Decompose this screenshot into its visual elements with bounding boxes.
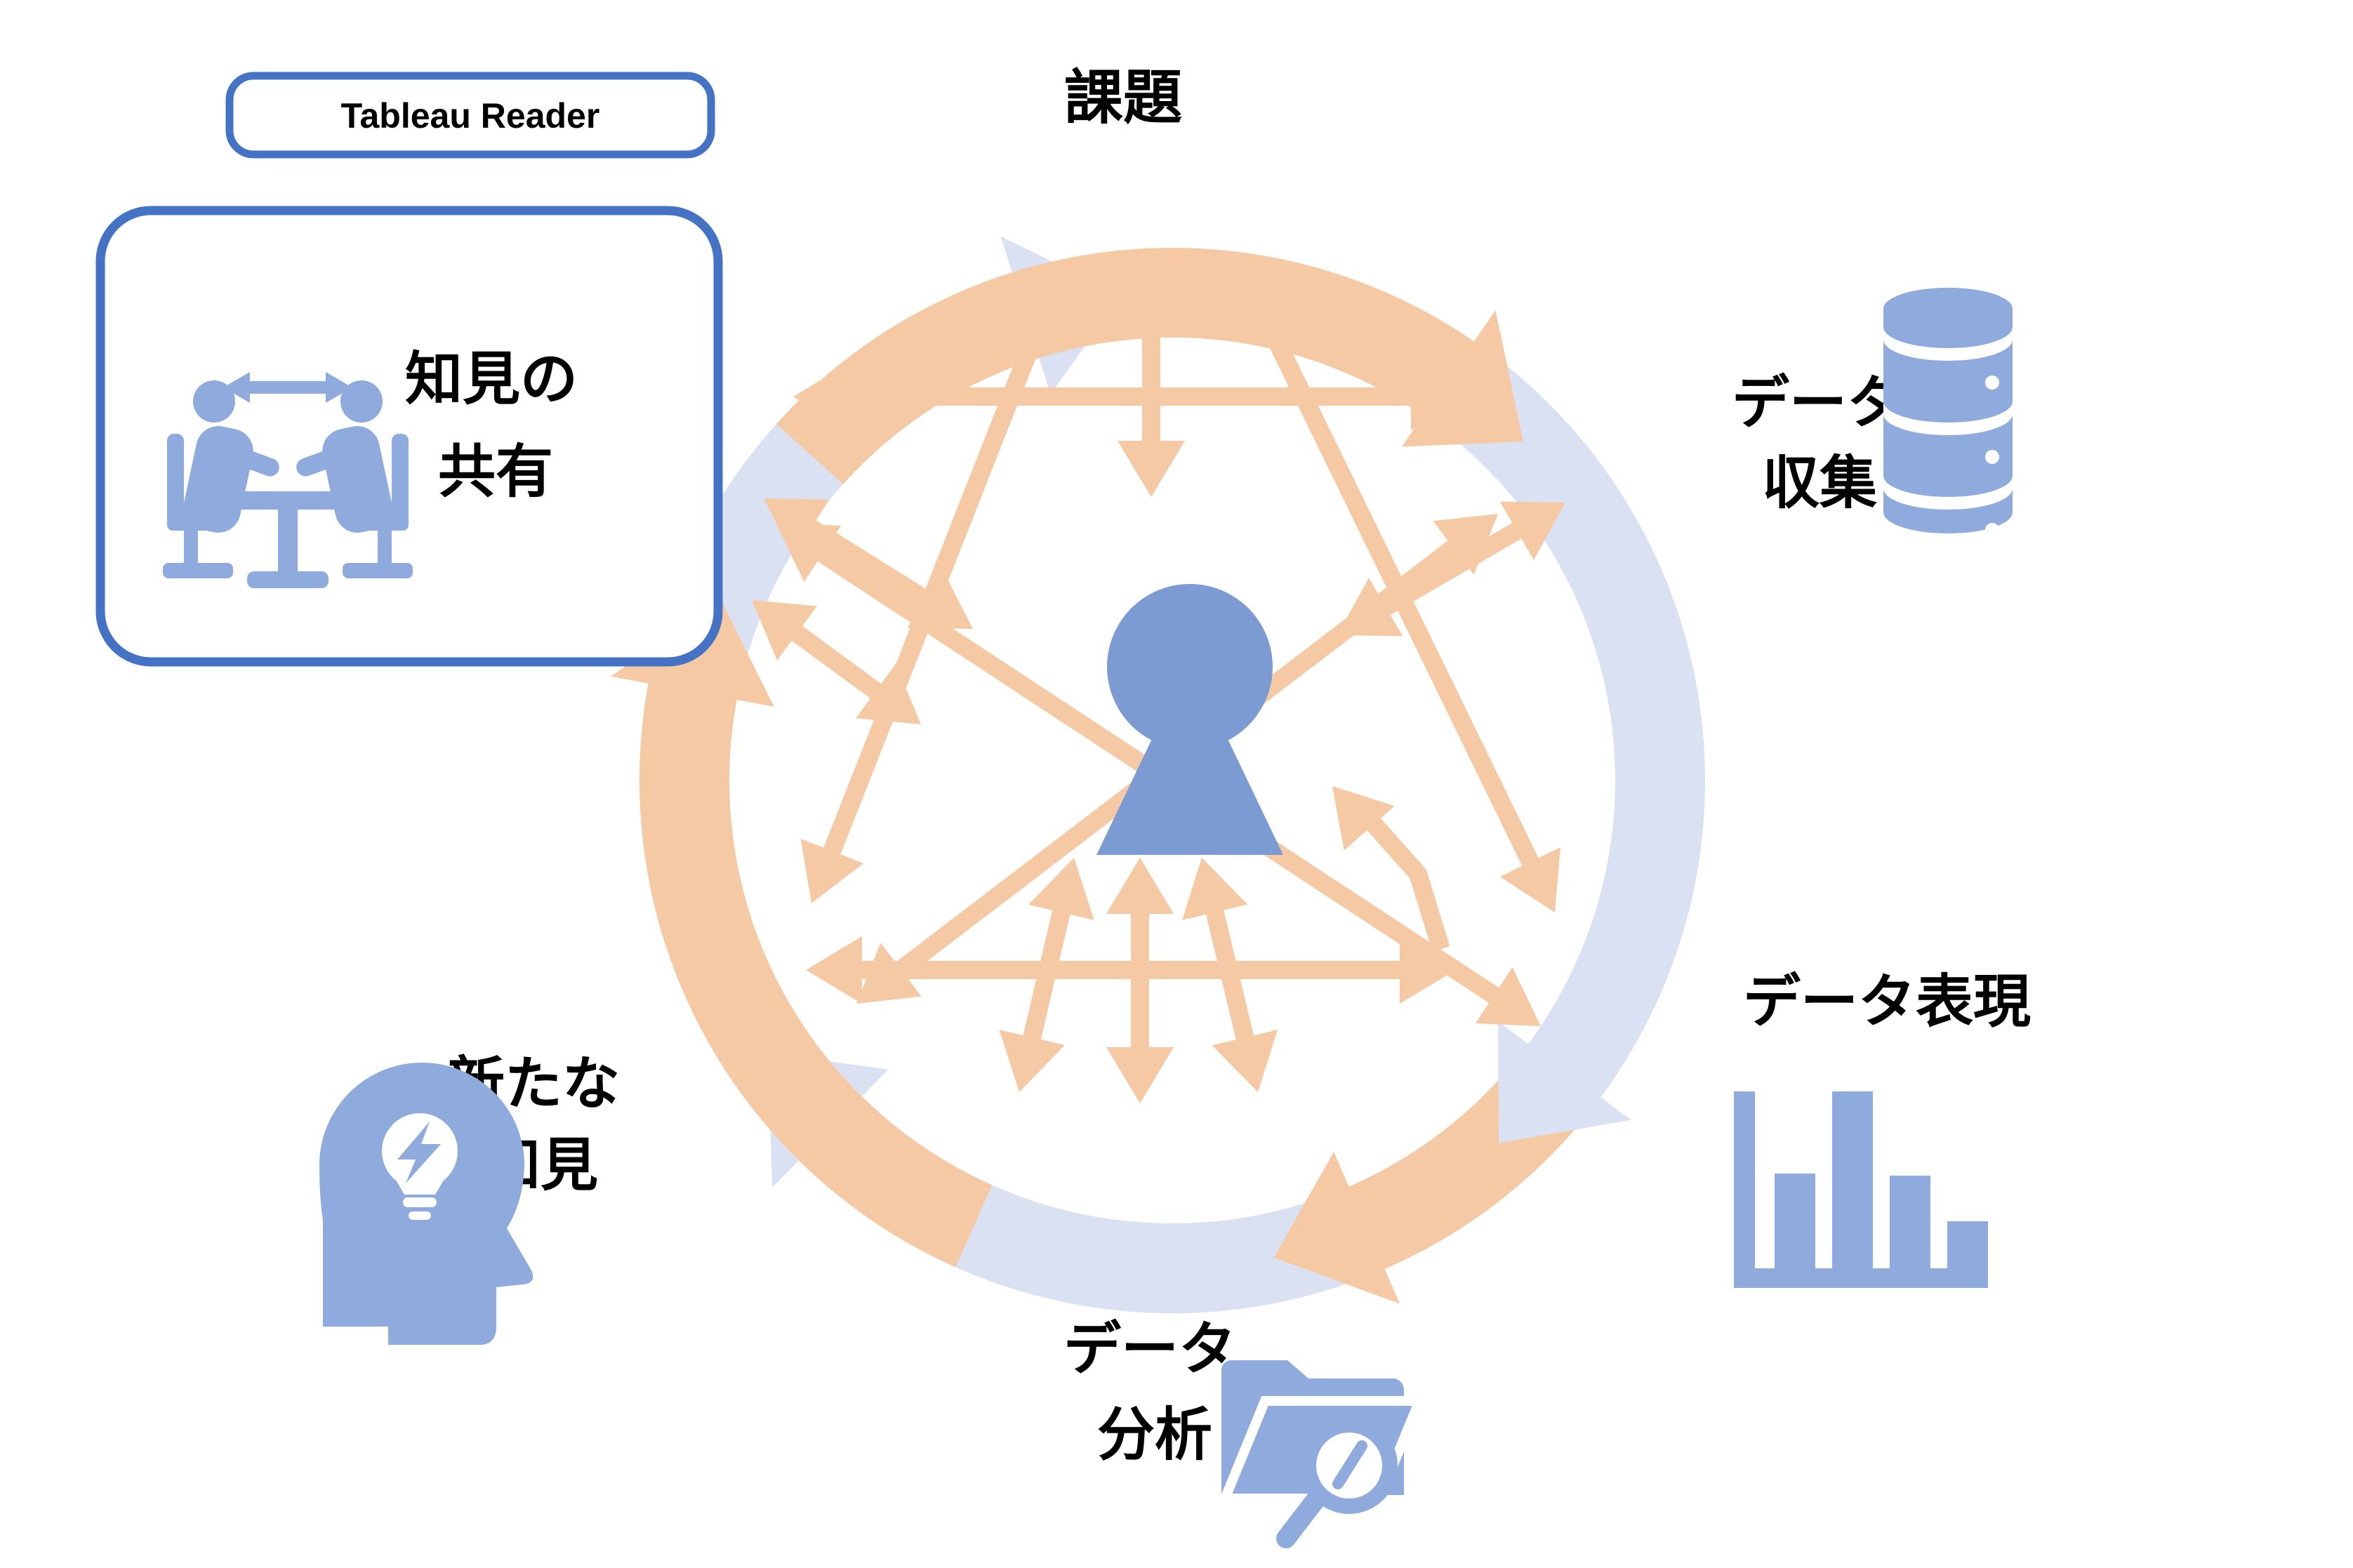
bent-arrow [1332,786,1450,952]
stage-label-insight-sharing-line1: 知見の [405,347,578,411]
stage-label-data-analysis-line1: データ [1063,1317,1236,1381]
stage-data-collection: データ 収集 [1732,288,2013,537]
tableau-reader-tag-box [225,72,715,159]
keyhole-body [1096,723,1283,855]
keyhole-head [1107,584,1273,750]
stage-new-insights: 新たな 知見 [319,1052,620,1345]
person-keyhole-icon [1096,584,1283,855]
stage-data-presentation: データ表現 [1734,970,2031,1288]
database-icon [1883,288,2013,537]
double-arrow [1337,501,1565,637]
stage-label-data-collection-line2: 収集 [1762,451,1877,515]
stage-insight-sharing: Tableau Reader 知見の 共有 [95,72,723,667]
double-arrow [764,498,973,629]
head-idea-icon [319,1062,533,1345]
stage-data-analysis: データ 分析 [1063,1317,1427,1548]
stage-label-data-analysis-line2: 分析 [1097,1403,1212,1467]
insight-sharing-box [95,206,723,667]
stage-label-insight-sharing-line2: 共有 [438,440,553,504]
bar-chart-icon [1734,1091,1988,1288]
double-arrow [1106,858,1174,1103]
double-arrow [1118,265,1185,497]
tableau-reader-tag-label: Tableau Reader [341,96,600,135]
inner-arrows [752,265,1565,1103]
stage-label-data-presentation: データ表現 [1743,970,2031,1034]
stage-label-issues: 課題 [1064,65,1182,131]
ring-arc-peach-left [611,597,993,1268]
stage-label-data-collection-line1: データ [1732,371,1904,435]
double-arrow [793,363,1467,430]
folder-search-icon [1217,1360,1427,1548]
people-table-icon [163,372,413,588]
double-arrow [806,936,1456,1004]
double-arrow [752,600,921,724]
